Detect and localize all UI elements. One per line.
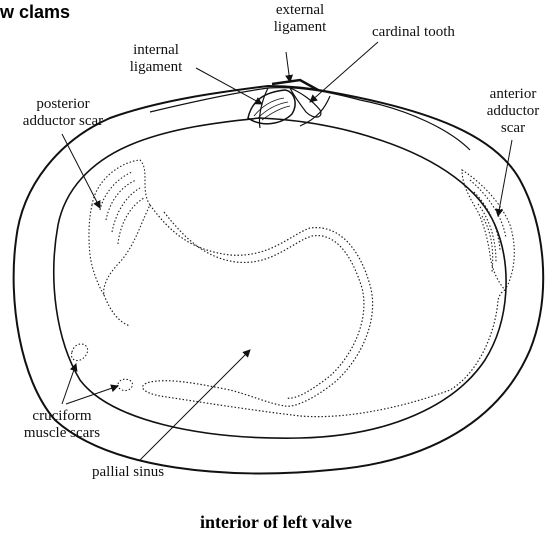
label-external-ligament: external ligament [250,2,350,36]
label-cruciform-muscle-scars: cruciform muscle scars [12,408,112,442]
label-internal-ligament: internal ligament [116,42,196,76]
label-posterior-adductor-scar: posterior adductor scar [4,96,122,130]
posterior-adductor-scar [89,160,150,295]
page-heading: w clams [0,2,70,23]
pallial-line [104,205,505,417]
label-pallial-sinus: pallial sinus [92,464,164,481]
label-cardinal-tooth: cardinal tooth [372,24,455,41]
leader-lines [62,42,512,460]
diagram-caption: interior of left valve [0,512,552,533]
cruciform-scars [71,344,132,391]
label-anterior-adductor-scar: anterior adductor scar [474,86,552,137]
